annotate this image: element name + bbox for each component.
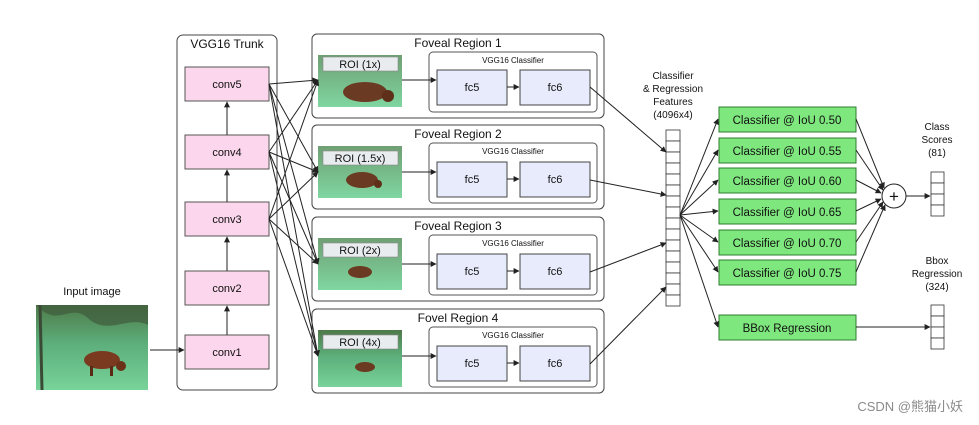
features-to-classifier-edges bbox=[679, 118, 720, 328]
bbox-regression-label: BBox Regression bbox=[743, 323, 832, 335]
region-4-fc5-box bbox=[436, 345, 508, 382]
region-2-fc5-box bbox=[436, 161, 508, 198]
feature-cell bbox=[665, 294, 681, 307]
region-4-fc5-label: fc5 bbox=[465, 358, 480, 370]
classifier-to-sum-edges bbox=[855, 118, 886, 273]
class-scores-label-line2: Scores bbox=[921, 135, 952, 146]
foveal-region-3: Foveal Region 3 ROI (2x) VGG16 Classifie… bbox=[311, 216, 605, 302]
features-label-line1: Classifier bbox=[652, 71, 694, 82]
features-label-line4: (4096x4) bbox=[653, 110, 692, 121]
conv2-label: conv2 bbox=[212, 283, 241, 295]
foveal-region-1: Foveal Region 1 ROI (1x) VGG16 Classifie… bbox=[311, 33, 605, 119]
region-1-fc5-label: fc5 bbox=[465, 82, 480, 94]
conv1-box bbox=[184, 334, 270, 370]
region-3-fc6-box bbox=[519, 253, 591, 290]
classifier-iou-065-box bbox=[718, 198, 857, 225]
features-label-line3: Features bbox=[653, 97, 692, 108]
classifier-iou-055-label: Classifier @ IoU 0.55 bbox=[733, 146, 842, 158]
region-4-fc6-label: fc6 bbox=[548, 358, 563, 370]
feature-vector bbox=[665, 129, 681, 307]
feature-cell bbox=[665, 206, 681, 219]
bbox-out-label-line2: Regression bbox=[912, 269, 963, 280]
region-3-roi-label: ROI (2x) bbox=[339, 245, 381, 257]
sum-symbol: + bbox=[889, 187, 899, 206]
foveal-region-4: Fovel Region 4 ROI (4x) VGG16 Classifier… bbox=[311, 308, 605, 394]
classifier-iou-060-label: Classifier @ IoU 0.60 bbox=[733, 176, 842, 188]
region-1-title: Foveal Region 1 bbox=[414, 36, 502, 50]
feature-cell bbox=[665, 239, 681, 252]
region-2-fc5-label: fc5 bbox=[465, 174, 480, 186]
feature-cell bbox=[665, 272, 681, 285]
region-4-roi-label: ROI (4x) bbox=[339, 337, 381, 349]
region-3-fc5-label: fc5 bbox=[465, 266, 480, 278]
region-4-title: Fovel Region 4 bbox=[418, 311, 499, 325]
edge-fc6-1-features bbox=[589, 86, 667, 153]
foveal-region-2: Foveal Region 2 ROI (1.5x) VGG16 Classif… bbox=[311, 124, 605, 210]
feature-cell bbox=[665, 228, 681, 241]
feature-cell bbox=[665, 173, 681, 186]
region-3-title: Foveal Region 3 bbox=[414, 219, 502, 233]
classifier-iou-070-label: Classifier @ IoU 0.70 bbox=[733, 238, 842, 250]
feature-cell bbox=[665, 184, 681, 197]
classifier-iou-065-label: Classifier @ IoU 0.65 bbox=[733, 207, 842, 219]
conv4-label: conv4 bbox=[212, 147, 241, 159]
conv5-label: conv5 bbox=[212, 79, 241, 91]
region-4-fc6-box bbox=[519, 345, 591, 382]
region-4-classifier-title: VGG16 Classifier bbox=[482, 331, 544, 340]
classifier-iou-075-box bbox=[718, 259, 857, 286]
region-2-fc6-box bbox=[519, 161, 591, 198]
trunk-to-roi-edges bbox=[268, 77, 320, 357]
region-1-roi-label: ROI (1x) bbox=[339, 59, 381, 71]
feature-cell bbox=[665, 250, 681, 263]
bbox-out-label-line3: (324) bbox=[925, 282, 948, 293]
region-2-title: Foveal Region 2 bbox=[414, 127, 502, 141]
region-2-classifier-title: VGG16 Classifier bbox=[482, 147, 544, 156]
edge-fc6-3-features bbox=[589, 242, 667, 273]
class-scores-label-line3: (81) bbox=[928, 148, 946, 159]
feature-cell bbox=[665, 195, 681, 208]
conv1-label: conv1 bbox=[212, 347, 241, 359]
region-2-fc6-label: fc6 bbox=[548, 174, 563, 186]
region-3-classifier-title: VGG16 Classifier bbox=[482, 239, 544, 248]
input-image-label: Input image bbox=[63, 286, 120, 298]
region-1-classifier-title: VGG16 Classifier bbox=[482, 56, 544, 65]
class-scores-vector bbox=[930, 171, 945, 217]
region-1-fc6-box bbox=[519, 69, 591, 106]
feature-cell bbox=[665, 162, 681, 175]
feature-cell bbox=[665, 283, 681, 296]
feature-cell bbox=[665, 140, 681, 153]
edge-fc6-4-features bbox=[589, 286, 667, 365]
trunk-title: VGG16 Trunk bbox=[190, 37, 264, 51]
classifier-iou-050-box bbox=[718, 106, 857, 133]
watermark-text: CSDN @熊猫小妖 bbox=[857, 399, 963, 414]
classifier-iou-070-box bbox=[718, 229, 857, 256]
class-scores-label-line1: Class bbox=[924, 122, 949, 133]
edge-fc6-2-features bbox=[589, 179, 667, 197]
classifier-iou-060-box bbox=[718, 167, 857, 194]
feature-cell bbox=[665, 129, 681, 142]
input-image bbox=[36, 304, 148, 391]
conv5-box bbox=[184, 66, 270, 102]
feature-cell bbox=[665, 261, 681, 274]
classifier-iou-075-label: Classifier @ IoU 0.75 bbox=[733, 268, 842, 280]
region-1-fc6-label: fc6 bbox=[548, 82, 563, 94]
features-label-line2: & Regression bbox=[643, 84, 703, 95]
conv3-label: conv3 bbox=[212, 214, 241, 226]
region-2-roi-label: ROI (1.5x) bbox=[335, 153, 386, 165]
bbox-out-label-line1: Bbox bbox=[926, 256, 949, 267]
feature-cell bbox=[665, 217, 681, 230]
feature-cell bbox=[665, 151, 681, 164]
region-3-fc6-label: fc6 bbox=[548, 266, 563, 278]
bbox-out-vector bbox=[930, 304, 945, 350]
classifier-iou-050-label: Classifier @ IoU 0.50 bbox=[733, 115, 842, 127]
region-1-fc5-box bbox=[436, 69, 508, 106]
